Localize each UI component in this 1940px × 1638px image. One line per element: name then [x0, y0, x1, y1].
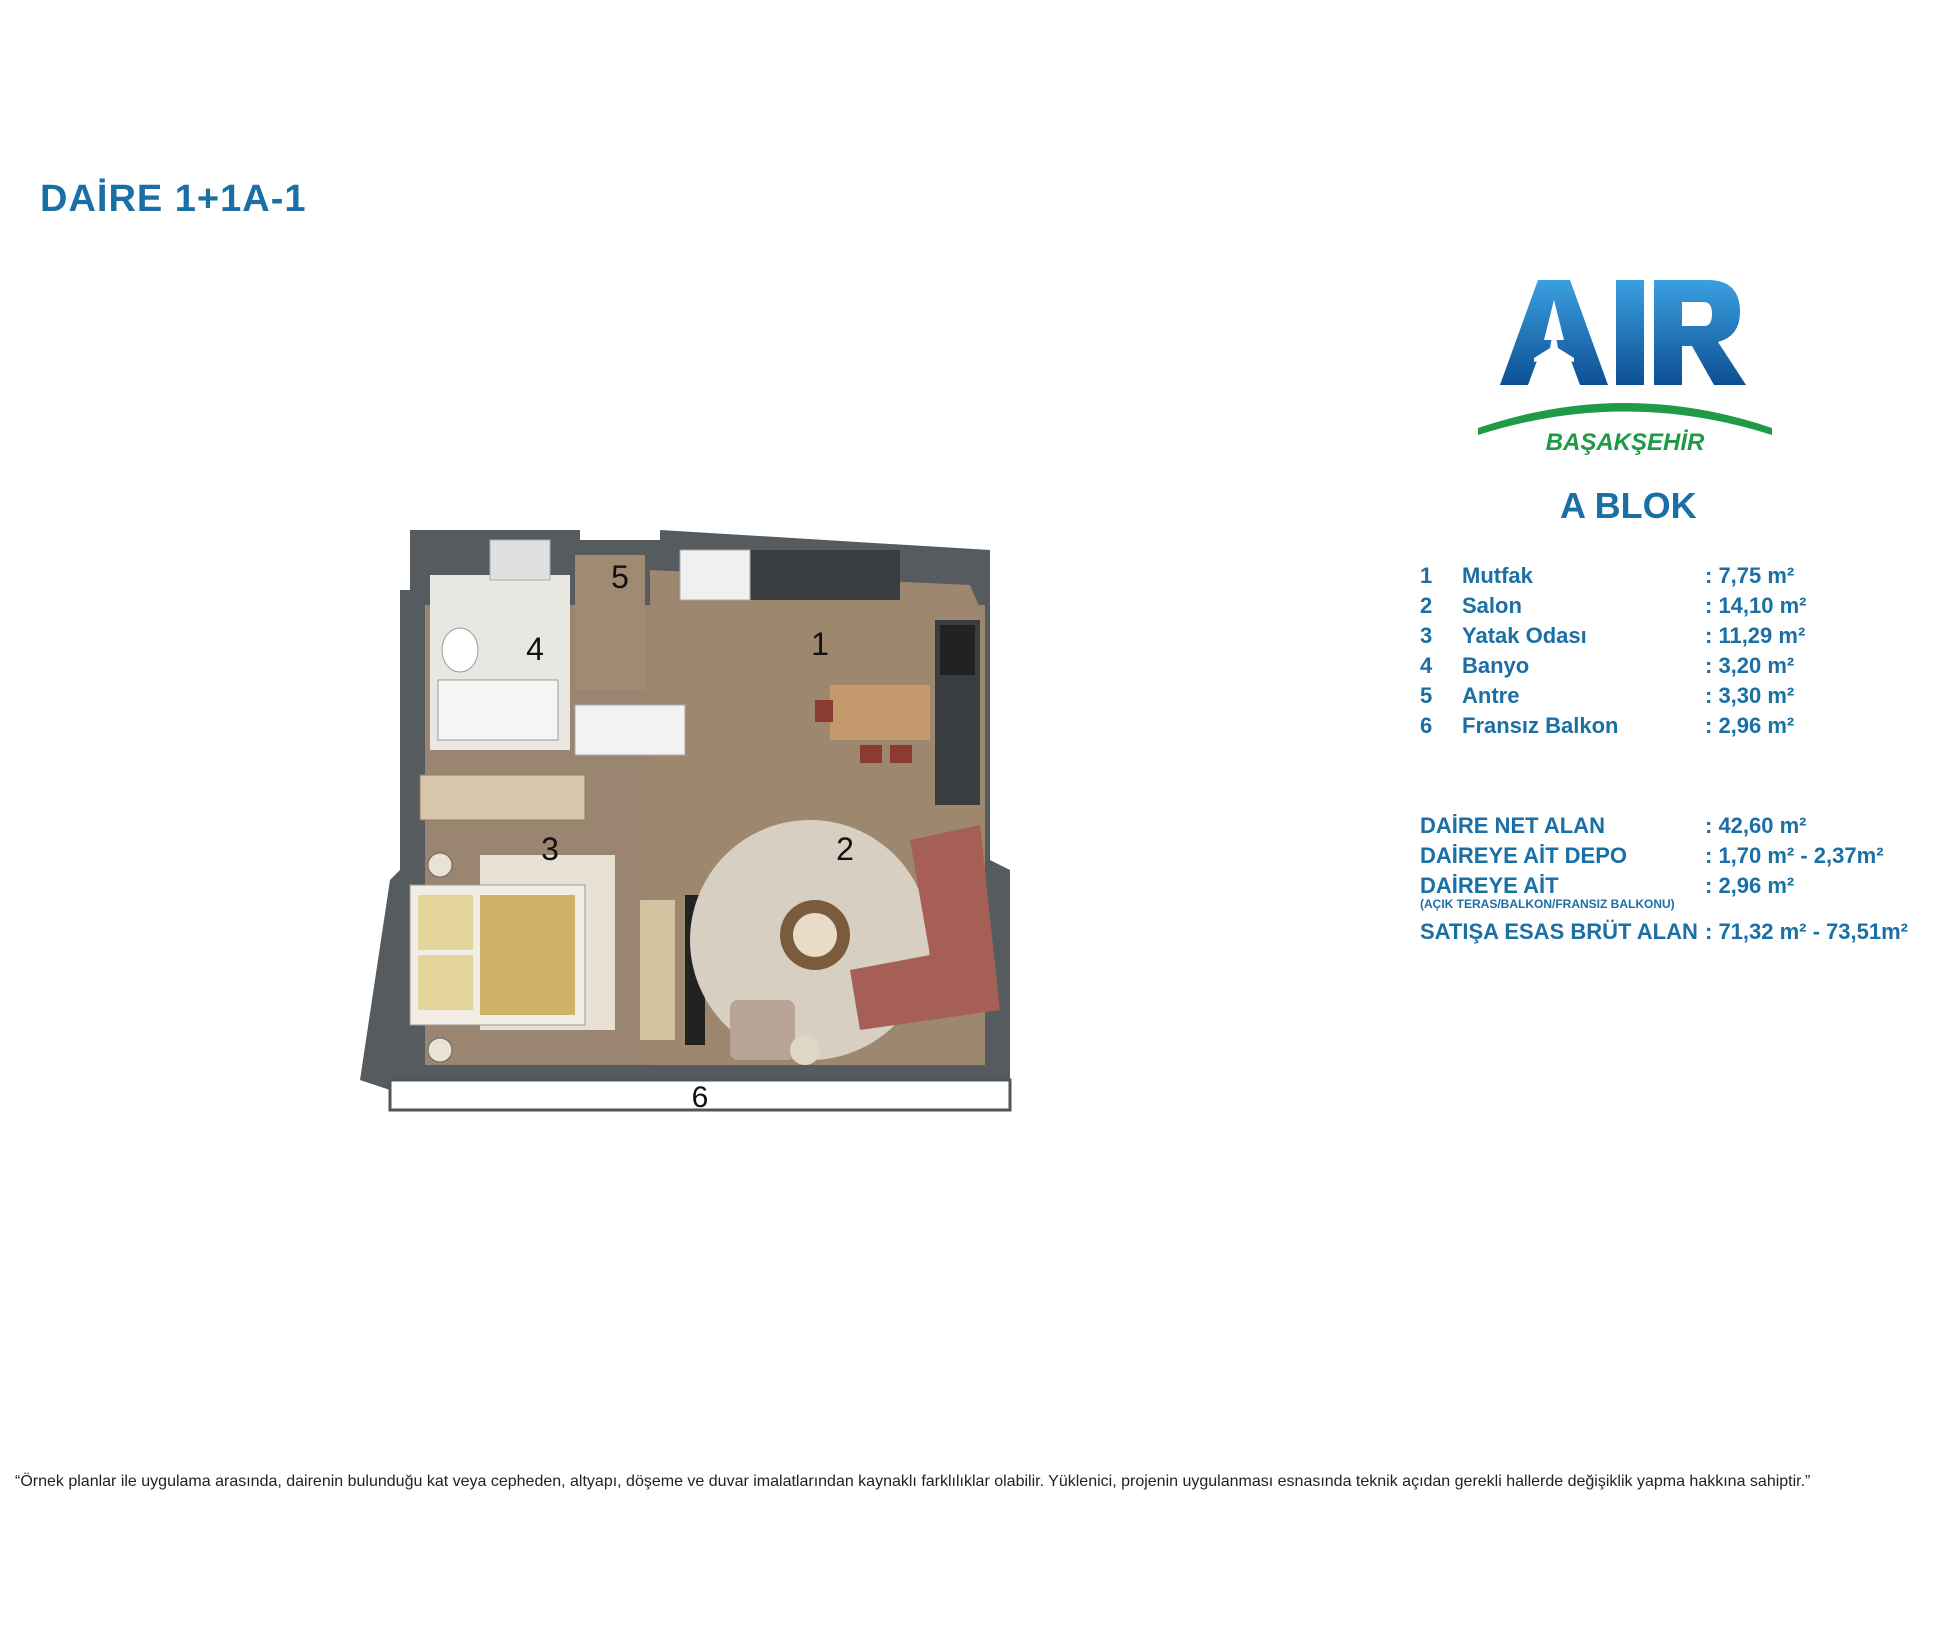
floor-plan-drawing: 1 2 3 4 5 6	[360, 530, 1012, 1114]
plan-label-entrance: 5	[611, 559, 629, 595]
storage-row: DAİREYE AİT DEPO : 1,70 m² - 2,37m²	[1420, 843, 1940, 873]
balcony-value: : 2,96 m²	[1705, 873, 1795, 898]
room-number: 2	[1420, 593, 1433, 618]
area-summary: DAİRE NET ALAN : 42,60 m² DAİREYE AİT DE…	[1420, 813, 1940, 949]
floor-plan: 1 2 3 4 5 6	[350, 510, 1050, 1120]
gross-area-value: : 71,32 m² - 73,51m²	[1705, 919, 1908, 944]
plan-label-bedroom: 3	[541, 831, 559, 867]
room-number: 5	[1420, 683, 1433, 708]
room-name: Banyo	[1462, 653, 1530, 678]
room-row: 3 Yatak Odası : 11,29 m²	[1420, 623, 1920, 653]
room-name: Mutfak	[1462, 563, 1533, 588]
plan-label-kitchen: 1	[811, 626, 829, 662]
room-row: 6 Fransız Balkon : 2,96 m²	[1420, 713, 1920, 743]
room-number: 4	[1420, 653, 1433, 678]
room-number: 6	[1420, 713, 1433, 738]
disclaimer-footer: “Örnek planlar ile uygulama arasında, da…	[15, 1473, 1811, 1490]
room-name: Salon	[1462, 593, 1522, 618]
balcony-row: DAİREYE AİT : 2,96 m²	[1420, 873, 1940, 903]
room-area: : 3,30 m²	[1705, 683, 1795, 708]
room-area: : 2,96 m²	[1705, 713, 1795, 738]
gross-area-label: SATIŞA ESAS BRÜT ALAN	[1420, 919, 1698, 944]
logo-graphic: BAŞAKŞEHİR	[1478, 280, 1772, 456]
storage-value: : 1,70 m² - 2,37m²	[1705, 843, 1884, 868]
net-area-value: : 42,60 m²	[1705, 813, 1807, 838]
balcony-label: DAİREYE AİT	[1420, 873, 1559, 898]
room-number: 1	[1420, 563, 1433, 588]
room-number: 3	[1420, 623, 1433, 648]
plan-label-bathroom: 4	[526, 631, 544, 667]
room-row: 4 Banyo : 3,20 m²	[1420, 653, 1920, 683]
storage-label: DAİREYE AİT DEPO	[1420, 843, 1627, 868]
room-area: : 11,29 m²	[1705, 623, 1806, 648]
room-row: 5 Antre : 3,30 m²	[1420, 683, 1920, 713]
net-area-label: DAİRE NET ALAN	[1420, 813, 1605, 838]
page-title: DAİRE 1+1A-1	[40, 178, 307, 220]
room-name: Fransız Balkon	[1462, 713, 1619, 738]
room-list: 1 Mutfak : 7,75 m² 2 Salon : 14,10 m² 3 …	[1420, 563, 1920, 743]
room-area: : 3,20 m²	[1705, 653, 1795, 678]
plan-label-living: 2	[836, 831, 854, 867]
room-name: Antre	[1462, 683, 1520, 708]
balcony-note: (AÇIK TERAS/BALKON/FRANSIZ BALKONU)	[1420, 897, 1675, 911]
room-name: Yatak Odası	[1462, 623, 1587, 648]
room-area: : 14,10 m²	[1705, 593, 1807, 618]
block-label: A BLOK	[1560, 485, 1697, 526]
room-row: 2 Salon : 14,10 m²	[1420, 593, 1920, 623]
net-area-row: DAİRE NET ALAN : 42,60 m²	[1420, 813, 1940, 843]
room-row: 1 Mutfak : 7,75 m²	[1420, 563, 1920, 593]
gross-area-row: SATIŞA ESAS BRÜT ALAN : 71,32 m² - 73,51…	[1420, 919, 1940, 949]
air-basaksehir-logo: BAŞAKŞEHİR	[1470, 270, 1780, 520]
logo-subtitle: BAŞAKŞEHİR	[1546, 429, 1705, 456]
room-area: : 7,75 m²	[1705, 563, 1795, 588]
plan-label-balcony: 6	[692, 1081, 709, 1114]
